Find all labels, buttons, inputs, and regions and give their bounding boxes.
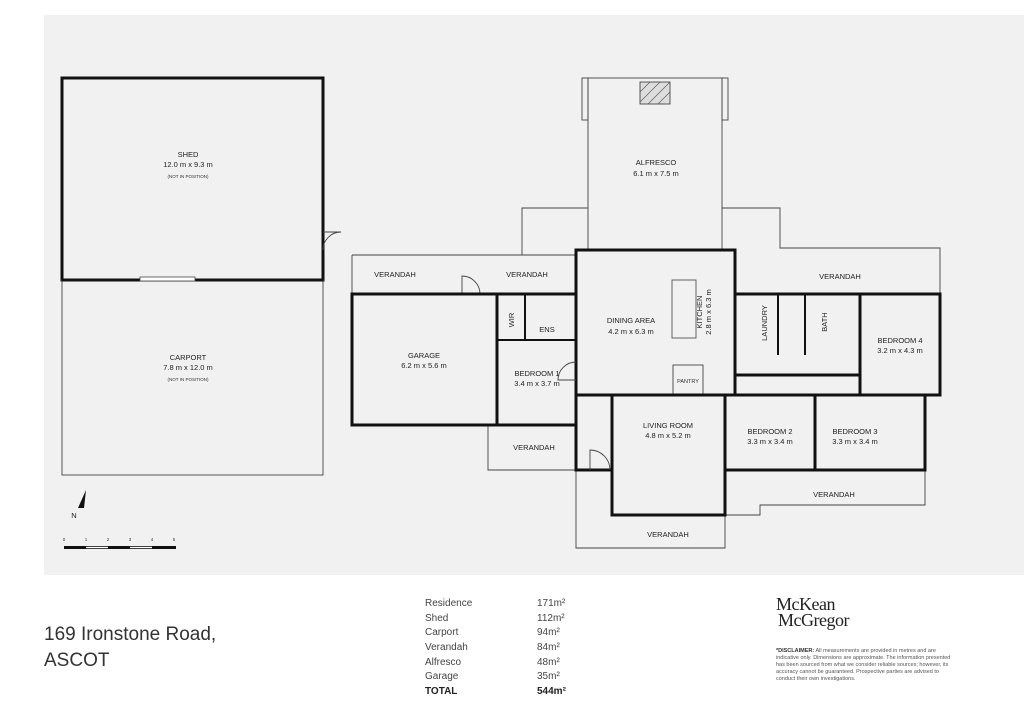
laundry-bath-walls [733,292,862,377]
kitchen-size: 2.8 m x 6.3 m [704,289,713,334]
north-arrow-icon [78,490,86,508]
verandah-label: VERANDAH [819,272,861,281]
wir-label: WIR [507,312,516,327]
dining-size: 4.2 m x 6.3 m [608,327,653,336]
garage-label: GARAGE [408,351,440,360]
svg-text:5: 5 [173,537,176,542]
address-line1: 169 Ironstone Road, [44,624,217,645]
bedroom1-label: BEDROOM 1 [514,369,559,378]
bedroom3-label: BEDROOM 3 [832,427,877,436]
verandah-label: VERANDAH [647,530,689,539]
verandah-label: VERANDAH [506,270,548,279]
carport-label: CARPORT [170,353,207,362]
shed-size: 12.0 m x 9.3 m [163,160,213,169]
living-size: 4.8 m x 5.2 m [645,431,690,440]
disclaimer: *DISCLAIMER: All measurements are provid… [776,648,951,682]
svg-text:2: 2 [107,537,110,542]
svg-text:0: 0 [63,537,66,542]
verandah-label: VERANDAH [513,443,555,452]
bedroom2-size: 3.3 m x 3.4 m [747,437,792,446]
pantry-label: PANTRY [677,379,699,385]
living-label: LIVING ROOM [643,421,693,430]
dining-label: DINING AREA [607,316,655,325]
bedroom4-size: 3.2 m x 4.3 m [877,346,922,355]
living-room-walls [610,393,727,517]
alfresco-label: ALFRESCO [636,158,677,167]
bedroom3-walls [813,393,927,472]
kitchen-island [671,279,697,339]
shed-side-door [322,231,342,251]
kitchen-label: KITCHEN [695,296,704,329]
carport-note: (NOT IN POSITION) [168,377,209,382]
compass-label: N [71,511,76,520]
svg-text:3: 3 [129,537,132,542]
svg-text:4: 4 [151,537,154,542]
fireplace-icon [639,81,671,105]
bedroom2-label: BEDROOM 2 [747,427,792,436]
shed-note: (NOT IN POSITION) [168,174,209,179]
bedroom3-size: 3.3 m x 3.4 m [832,437,877,446]
property-address: 169 Ironstone Road, ASCOT [44,622,216,674]
address-line2: ASCOT [44,650,110,671]
shed-door [139,276,196,282]
carport-size: 7.8 m x 12.0 m [163,363,213,372]
scale-bar: 0 1 2 3 4 5 [63,537,176,549]
ens-label: ENS [539,325,554,334]
shed-outline [60,76,325,282]
bath-label: BATH [820,312,829,331]
garage-size: 6.2 m x 5.6 m [401,361,446,370]
laundry-label: LAUNDRY [760,305,769,341]
garage-door-swing [461,275,481,295]
verandah-label: VERANDAH [374,270,416,279]
bedroom1-size: 3.4 m x 3.7 m [514,379,559,388]
alfresco-size: 6.1 m x 7.5 m [633,169,678,178]
verandah-label: VERANDAH [813,490,855,499]
shed-label: SHED [178,150,199,159]
svg-text:1: 1 [85,537,88,542]
bedroom4-label: BEDROOM 4 [877,336,922,345]
